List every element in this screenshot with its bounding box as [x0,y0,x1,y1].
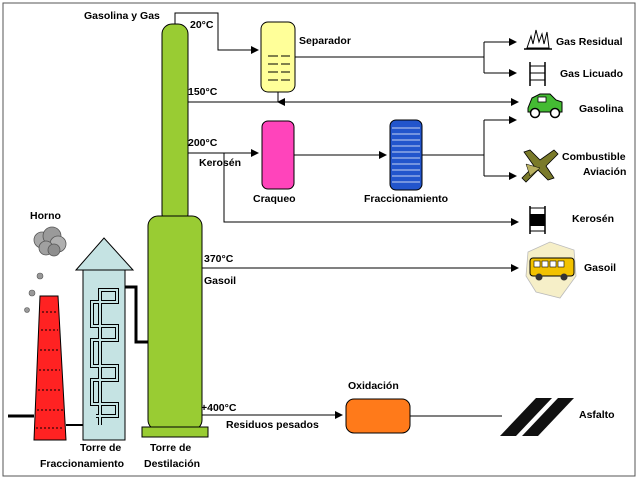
airplane-icon [521,149,559,183]
oxidacion-vessel [345,398,411,434]
heat-exchange-tower [74,237,135,441]
separador-label: Separador [299,35,351,47]
barrel-icon [529,206,546,234]
oxidacion-label: Oxidación [348,380,399,392]
temp-150-label: 150°C [188,86,218,98]
temp-400-label: +400°C [201,402,237,414]
torre-fracc-label-2: Fraccionamiento [40,458,124,470]
craqueo-vessel [261,120,295,190]
kerosen-label: Kerosén [572,213,614,225]
residuos-label: Residuos pesados [226,419,319,431]
separator-vessel [260,21,296,93]
gasoil-label: Gasoil [584,262,616,274]
gasoil-line-label: Gasoil [204,275,236,287]
fraccionamiento-vessel [389,119,423,191]
flame-icon [524,29,552,50]
gas-licuado-label: Gas Licuado [560,68,623,80]
ladder-icon [529,62,546,86]
gasolina-gas-label: Gasolina y Gas [84,10,160,22]
torre-dest-label-1: Torre de [150,442,191,454]
torre-fracc-label-1: Torre de [80,442,121,454]
combustible-label: Combustible [562,151,626,163]
fraccionamiento-label: Fraccionamiento [364,193,448,205]
furnace-chimney [33,295,67,441]
furnace [33,295,67,441]
top-stream-line [174,12,259,54]
torre-dest-label-2: Destilación [144,458,200,470]
temp-20-label: 20°C [190,19,214,31]
horno-label: Horno [30,210,61,222]
kerosen-line [223,153,519,226]
aviacion-label: Aviación [583,166,626,178]
temp-200-label: 200°C [188,137,218,149]
gas-residual-label: Gas Residual [556,36,623,48]
frame-border [2,2,636,477]
heater-outlet-pipe [125,285,148,344]
bus-icon [525,241,577,299]
car-icon [527,93,563,119]
kerosen-line-label: Kerosén [199,157,241,169]
road-icon [500,398,574,436]
gasolina-label: Gasolina [579,103,624,115]
craqueo-label: Craqueo [253,193,296,205]
asfalto-label: Asfalto [579,409,615,421]
smoke-icon [24,226,67,313]
temp-370-label: 370°C [204,253,234,265]
